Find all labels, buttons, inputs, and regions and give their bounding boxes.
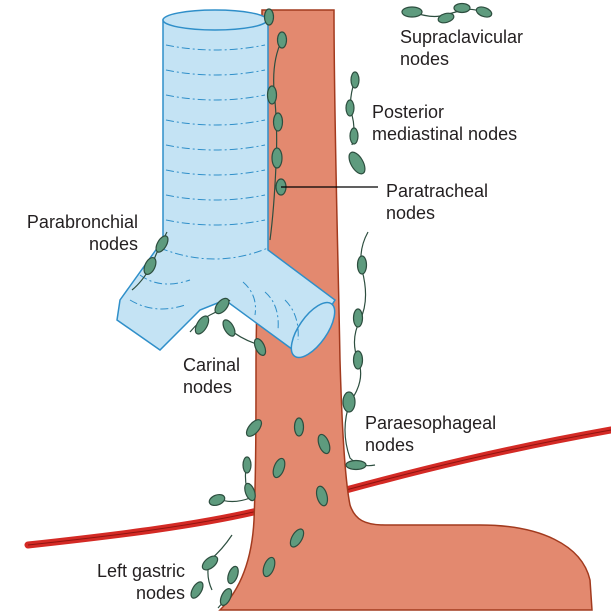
carinal-label-line2: nodes xyxy=(183,376,240,398)
parabronchial-label: Parabronchial nodes xyxy=(27,211,138,255)
carinal-label: Carinal nodes xyxy=(183,354,240,398)
paraesophageal-label-line2: nodes xyxy=(365,434,496,456)
lymph-node xyxy=(475,5,493,19)
left-gastric-label: Left gastric nodes xyxy=(97,560,185,604)
posterior-mediastinal-label: Posterior mediastinal nodes xyxy=(372,101,517,145)
lymph-node xyxy=(193,314,212,336)
lymph-node xyxy=(346,100,354,116)
parabronchial-label-line2: nodes xyxy=(27,233,138,255)
posterior-mediastinal-label-line1: Posterior xyxy=(372,101,517,123)
lymph-node xyxy=(265,9,274,25)
trachea-top xyxy=(163,10,267,30)
lymph-node xyxy=(268,86,277,104)
parabronchial-label-line1: Parabronchial xyxy=(27,211,138,233)
lymph-node xyxy=(346,461,366,470)
paraesophageal-label-line1: Paraesophageal xyxy=(365,412,496,434)
supraclavicular-label: Supraclavicular nodes xyxy=(400,26,523,70)
lymph-node xyxy=(354,351,363,369)
lymph-node xyxy=(208,493,226,508)
lymph-node xyxy=(354,309,363,327)
lymph-node xyxy=(350,128,358,144)
carinal-label-line1: Carinal xyxy=(183,354,240,376)
lymph-node xyxy=(189,580,206,600)
paraesophageal-label: Paraesophageal nodes xyxy=(365,412,496,456)
lymph-node xyxy=(272,148,282,168)
paratracheal-label: Paratracheal nodes xyxy=(386,180,488,224)
lymph-node xyxy=(278,32,287,48)
lymph-node xyxy=(221,318,238,338)
posterior-mediastinal-nodes xyxy=(346,72,368,176)
lymph-node xyxy=(343,392,355,412)
lymph-node xyxy=(274,113,283,131)
lymph-node xyxy=(200,553,220,572)
lymph-node xyxy=(346,150,368,177)
supraclavicular-nodes xyxy=(402,4,493,25)
lymph-node xyxy=(437,12,455,25)
supraclavicular-label-line1: Supraclavicular xyxy=(400,26,523,48)
lymph-node xyxy=(351,72,359,88)
paratracheal-label-line2: nodes xyxy=(386,202,488,224)
lymph-node xyxy=(243,457,251,473)
left-gastric-label-line2: nodes xyxy=(97,582,185,604)
lymph-node xyxy=(226,565,241,585)
posterior-mediastinal-label-line2: mediastinal nodes xyxy=(372,123,517,145)
lymph-node xyxy=(358,256,367,274)
supraclavicular-label-line2: nodes xyxy=(400,48,523,70)
lymph-node xyxy=(402,7,422,17)
lymph-node xyxy=(295,418,304,436)
left-gastric-label-line1: Left gastric xyxy=(97,560,185,582)
paratracheal-label-line1: Paratracheal xyxy=(386,180,488,202)
lymph-node xyxy=(454,4,470,13)
